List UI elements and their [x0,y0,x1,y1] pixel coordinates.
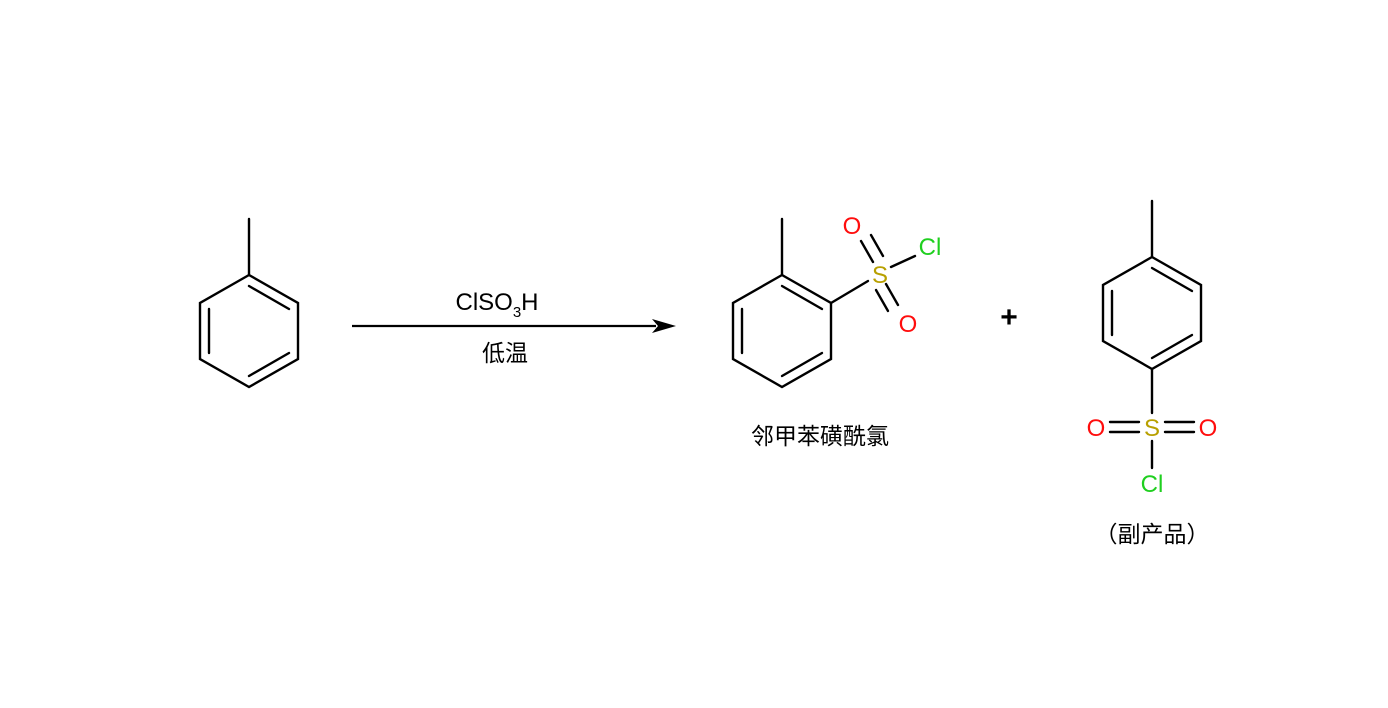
s-o-double-bond [874,288,890,313]
condition-label: 低温 [482,341,528,367]
para-product-molecule [1101,199,1203,470]
reagent-label: ClSO3H [455,289,538,321]
s-cl-bond [889,254,917,269]
ortho-product-name: 邻甲苯磺酰氯 [751,424,889,450]
ring-double-bond [1150,266,1194,293]
reaction-arrow [352,319,676,333]
s-o-double-bond [884,282,900,307]
ring-double-bond [247,351,291,378]
toluene-molecule [198,217,300,389]
ring-double-bond [780,351,824,378]
s-o-double-bond [869,233,885,258]
oxygen-atom-label: O [899,311,918,338]
ring-double-bond [1150,333,1194,360]
ortho-product-molecule [731,217,917,389]
chlorine-atom-label: Cl [1141,471,1164,498]
oxygen-atom-label: O [1199,415,1218,442]
sulfur-atom-label: S [1144,415,1160,442]
s-o-double-bond [859,239,875,264]
c-s-bond [829,279,870,305]
sulfur-atom-label: S [872,262,888,289]
ring-double-bond [247,284,291,311]
plus-sign: + [1000,301,1018,334]
benzene-ring [731,273,833,389]
ring-double-bond [780,284,824,311]
chlorine-atom-label: Cl [919,234,942,261]
oxygen-atom-label: O [843,213,862,240]
oxygen-atom-label: O [1087,415,1106,442]
benzene-ring [1101,255,1203,371]
para-product-name: （副产品） [1095,522,1210,548]
benzene-ring [198,273,300,389]
